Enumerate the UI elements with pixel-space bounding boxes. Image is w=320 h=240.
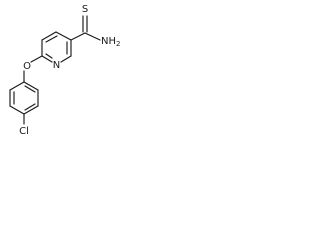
phenyl-double-1 (24, 85, 36, 93)
phenyl-bond-4 (9, 105, 25, 115)
sulfur-label: S (82, 4, 88, 15)
c-n-amide-bond (84, 32, 101, 41)
chemical-structure: S NH2 N O Cl (9, 4, 120, 137)
c-ring-bond (70, 32, 86, 41)
thioamide-group (70, 15, 101, 41)
amide-n-text: N (101, 36, 108, 47)
pyridine-bond-1 (55, 31, 72, 41)
pyridine-double-1 (45, 35, 58, 43)
phenyl-bond-6 (9, 81, 25, 91)
amide-h-text: H (108, 36, 116, 47)
pyridine-ring (41, 31, 72, 63)
pyridine-bond-5 (60, 55, 72, 63)
chlorine-l-text: l (26, 126, 29, 137)
pyridine-bond-4 (41, 55, 53, 63)
amide-h-count: 2 (116, 40, 120, 48)
ring-o-bond (30, 55, 43, 63)
phenyl-bond-1 (23, 81, 39, 91)
phenyl-double-2 (24, 103, 36, 111)
chlorine-label: Cl (19, 126, 29, 137)
ether-oxygen-label: O (23, 61, 31, 72)
pyridine-nitrogen-label: N (53, 60, 60, 71)
pyridine-double-2 (45, 53, 53, 59)
phenyl-bond-3 (23, 105, 39, 115)
pyridine-bond-2 (41, 31, 57, 41)
chlorophenyl-ring (9, 81, 39, 125)
amide-nh2-label: NH2 (101, 36, 120, 48)
ether-linkage (23, 55, 43, 83)
chlorine-c-text: C (19, 126, 26, 137)
